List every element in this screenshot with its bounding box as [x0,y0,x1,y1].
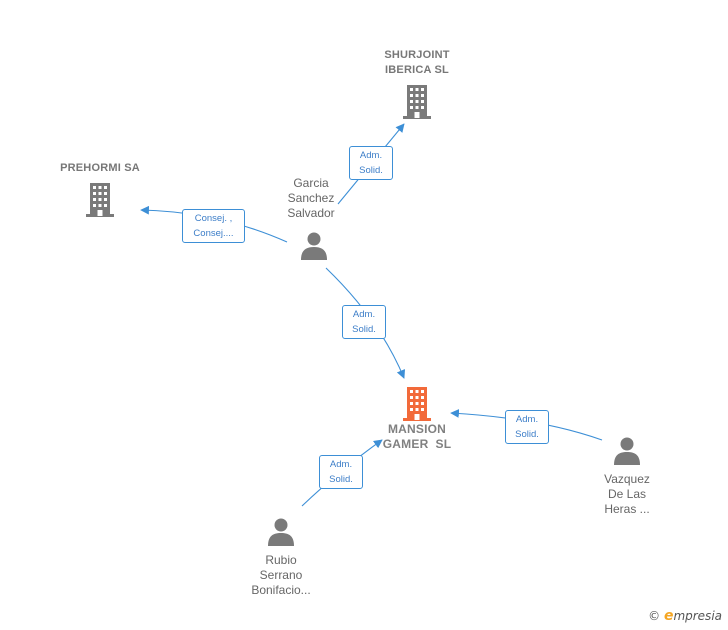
person-icon [614,437,640,465]
person-name-line: Rubio [265,553,297,567]
company-name-line: GAMER SL [382,437,452,451]
edge-label-line: Consej.... [193,228,234,239]
brand-logo-letter: e [663,608,674,624]
node-rubio-serrano-bonifacio[interactable]: Rubio Serrano Bonifacio... [236,517,326,598]
node-garcia-sanchez-salvador[interactable]: Garcia Sanchez Salvador [271,176,351,261]
building-icon [86,183,114,217]
building-icon [403,387,431,421]
person-name-line: Vazquez [604,472,650,486]
edge-label-vazquez-mansion[interactable]: Adm. Solid. [505,410,549,444]
edge-label-line: Adm. [329,459,353,470]
edge-label-line: Solid. [359,165,383,176]
node-mansion-gamer[interactable]: MANSION GAMER SL [365,384,469,452]
building-icon [403,85,431,119]
company-name-line: IBERICA SL [385,64,449,76]
person-icon [301,232,327,260]
edge-label-line: Adm. [359,150,383,161]
edge-label-garcia-mansion[interactable]: Adm. Solid. [342,305,386,339]
person-name-line: Salvador [287,206,335,220]
company-name: PREHORMI SA [60,162,140,174]
person-name-line: Heras ... [604,502,650,516]
copyright-symbol: © [648,609,661,623]
person-name-line: De Las [607,487,647,501]
empresia-brand: © empresia [648,608,722,624]
edge-label-line: Adm. [352,309,376,320]
company-name-line: SHURJOINT [384,49,450,61]
edge-label-line: Consej. , [194,213,233,224]
person-name-line: Sanchez [287,191,335,205]
person-name-line: Serrano [259,568,303,582]
person-icon [268,518,294,546]
edge-label-line: Adm. [515,414,539,425]
edge-label-rubio-mansion[interactable]: Adm. Solid. [319,455,363,489]
node-prehormi[interactable]: PREHORMI SA [50,161,150,218]
node-vazquez-de-las-heras[interactable]: Vazquez De Las Heras ... [587,436,667,517]
company-name-line: MANSION [387,422,447,436]
edge-label-garcia-prehormi[interactable]: Consej. , Consej.... [182,209,245,243]
person-name-line: Bonifacio... [251,583,311,597]
node-shurjoint-iberica[interactable]: SHURJOINT IBERICA SL [367,48,467,120]
edge-label-line: Solid. [352,324,376,335]
edge-label-garcia-shurjoint[interactable]: Adm. Solid. [349,146,393,180]
edge-label-line: Solid. [515,429,539,440]
brand-logo-text: mpresia [673,609,722,623]
edge-label-line: Solid. [329,474,353,485]
person-name-line: Garcia [293,176,329,190]
